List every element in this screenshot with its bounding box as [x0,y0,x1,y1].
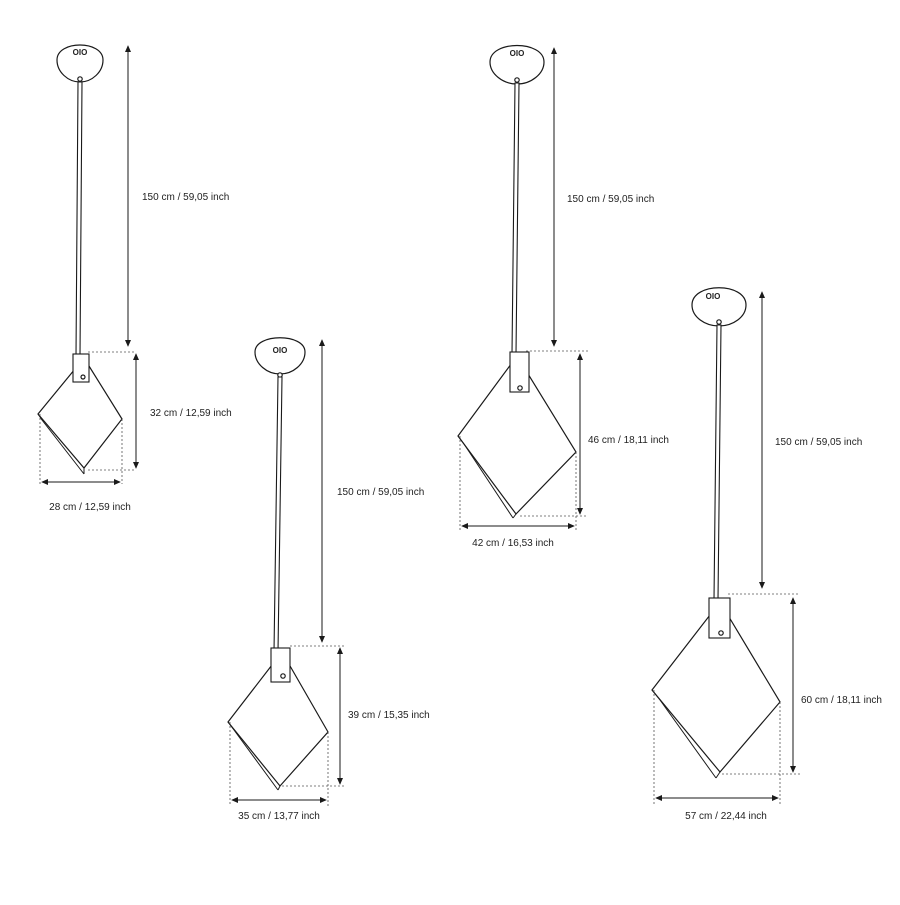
ceiling-canopy: OIO [254,337,306,378]
mounting-clip [708,597,731,639]
width-label: 28 cm / 12,59 inch [49,502,131,513]
cable-length-label: 150 cm / 59,05 inch [337,487,424,498]
canopy-logo: OIO [73,48,88,57]
height-label: 46 cm / 18,11 inch [588,435,669,446]
mounting-clip [270,647,291,683]
mounting-clip [509,351,530,393]
lamp-shade [457,351,577,519]
width-label: 42 cm / 16,53 inch [472,538,554,549]
mounting-clip [72,353,90,383]
canopy-logo: OIO [510,49,525,58]
suspension-cable [273,376,283,653]
cable-grip [77,76,83,82]
suspension-cable [511,82,520,355]
lamp-shade [651,597,781,779]
cable-grip [514,77,520,83]
height-label: 39 cm / 15,35 inch [348,710,430,721]
height-label: 32 cm / 12,59 inch [150,408,232,419]
lamp-xlarge: OIO 150 cm / 59,05 inch 60 cm / 18,11 in… [651,287,882,822]
lamp-shade [227,647,329,791]
width-label: 35 cm / 13,77 inch [238,811,320,822]
ceiling-canopy: OIO [691,287,747,327]
lamp-small: OIO 150 cm / 59,05 inch 32 cm / 12,59 in… [37,44,232,513]
cable-length-label: 150 cm / 59,05 inch [142,192,229,203]
cable-length-label: 150 cm / 59,05 inch [775,437,862,448]
ceiling-canopy: OIO [56,44,104,83]
canopy-logo: OIO [273,346,288,355]
canopy-logo: OIO [706,292,721,301]
width-label: 57 cm / 22,44 inch [685,811,767,822]
lamp-medium: OIO 150 cm / 59,05 inch 39 cm / 15,35 in… [227,337,430,822]
height-label: 60 cm / 18,11 inch [801,695,882,706]
suspension-cable [75,81,83,357]
cable-length-label: 150 cm / 59,05 inch [567,194,654,205]
ceiling-canopy: OIO [489,44,545,85]
cable-grip [716,319,722,325]
lamp-shade [37,353,123,475]
suspension-cable [713,324,722,601]
lamp-large: OIO 150 cm / 59,05 inch 46 cm / 18,11 in… [457,44,669,549]
